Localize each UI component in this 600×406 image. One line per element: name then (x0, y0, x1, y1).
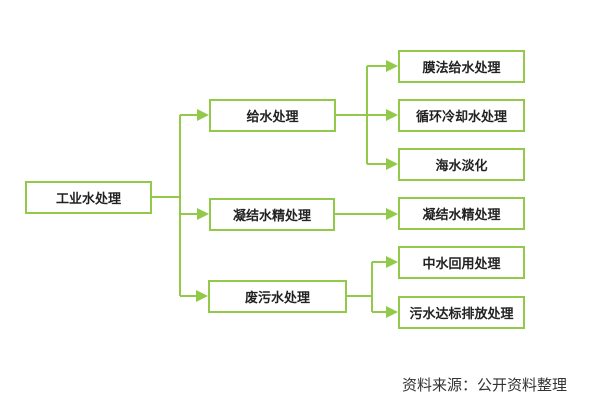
source-note: 资料来源：公开资料整理 (402, 376, 568, 394)
node-label: 中水回用处理 (422, 257, 501, 272)
node-label: 凝结水精处理 (232, 209, 311, 224)
node-reclaimed-water: 中水回用处理 (398, 246, 525, 279)
node-industrial-water-treatment: 工业水处理 (25, 181, 152, 214)
node-label: 凝结水精处理 (422, 208, 501, 223)
node-discharge-treatment: 污水达标排放处理 (398, 296, 525, 329)
node-label: 污水达标排放处理 (409, 307, 514, 322)
node-wastewater-treatment: 废污水处理 (208, 280, 347, 313)
node-label: 循环冷却水处理 (415, 110, 507, 125)
node-label: 给水处理 (246, 110, 299, 125)
node-label: 废污水处理 (244, 291, 310, 306)
node-label: 膜法给水处理 (422, 61, 501, 76)
root-connector (151, 115, 181, 296)
node-cooling-water: 循环冷却水处理 (398, 99, 525, 132)
node-condensate-polishing-leaf: 凝结水精处理 (398, 197, 525, 230)
node-membrane-feedwater: 膜法给水处理 (398, 50, 525, 83)
wastewater-connector (346, 262, 373, 312)
node-feedwater-treatment: 给水处理 (209, 99, 336, 132)
node-desalination: 海水淡化 (398, 148, 525, 181)
node-label: 海水淡化 (435, 159, 488, 174)
feedwater-connector (335, 66, 368, 164)
node-condensate-polishing: 凝结水精处理 (209, 198, 335, 231)
node-label: 工业水处理 (55, 192, 121, 207)
